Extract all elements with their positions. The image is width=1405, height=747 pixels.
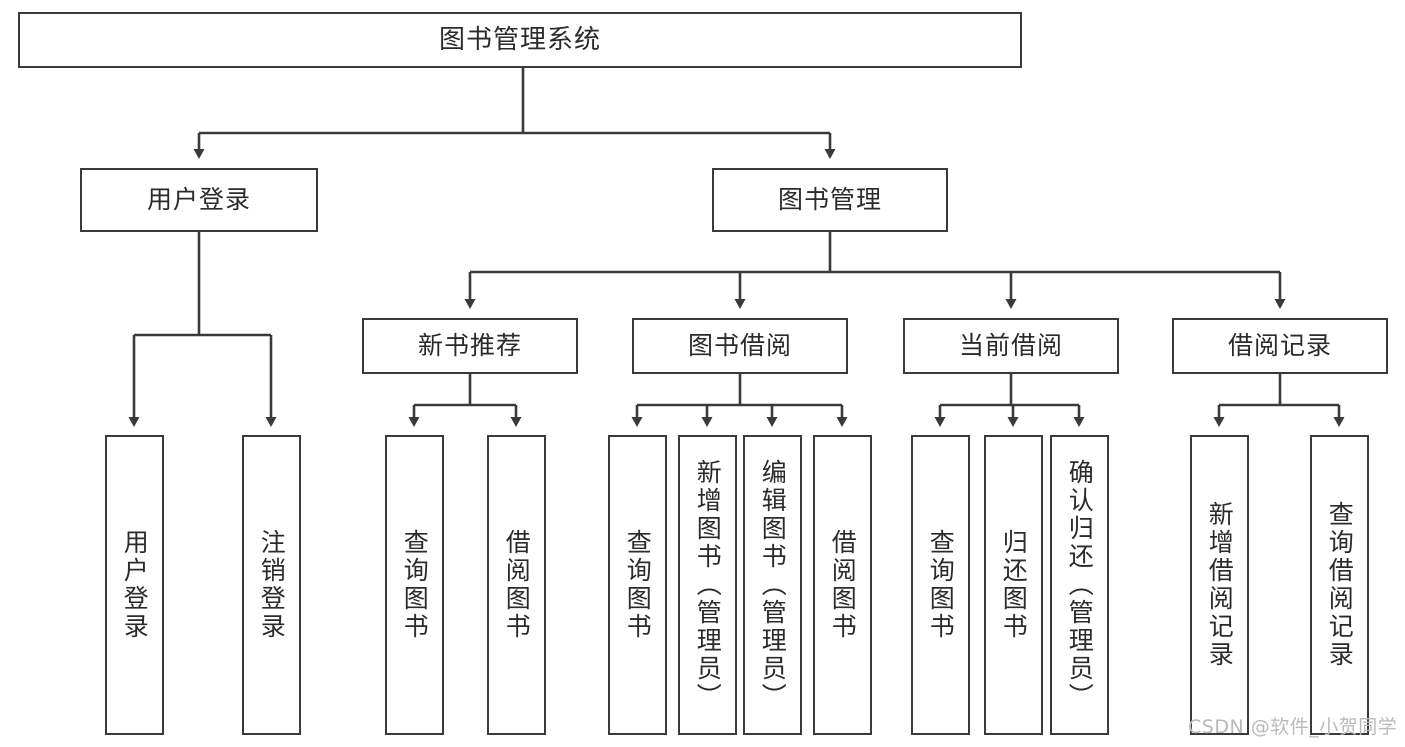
node-leaf-user-login[interactable]: 用户登录 bbox=[105, 435, 164, 735]
node-leaf-borrow-book-2[interactable]: 借阅图书 bbox=[813, 435, 872, 735]
node-leaf-add-record-label: 新增借阅记录 bbox=[1205, 501, 1235, 669]
node-leaf-add-book-label: 新增图书（管理员） bbox=[693, 459, 723, 711]
node-borrow-record-label: 借阅记录 bbox=[1227, 331, 1332, 361]
node-new-book-recommend-label: 新书推荐 bbox=[417, 331, 522, 361]
node-root-label: 图书管理系统 bbox=[438, 24, 601, 55]
node-leaf-query-book-3-label: 查询图书 bbox=[926, 529, 956, 641]
node-leaf-user-logout[interactable]: 注销登录 bbox=[242, 435, 301, 735]
node-leaf-query-book-2-label: 查询图书 bbox=[623, 529, 653, 641]
node-user-login[interactable]: 用户登录 bbox=[80, 168, 318, 232]
node-leaf-confirm-return-label: 确认归还（管理员） bbox=[1065, 459, 1095, 711]
node-book-borrow-label: 图书借阅 bbox=[687, 331, 792, 361]
node-current-borrow[interactable]: 当前借阅 bbox=[903, 318, 1119, 374]
node-book-borrow[interactable]: 图书借阅 bbox=[632, 318, 848, 374]
node-leaf-confirm-return[interactable]: 确认归还（管理员） bbox=[1050, 435, 1109, 735]
node-user-login-label: 用户登录 bbox=[146, 185, 251, 215]
node-current-borrow-label: 当前借阅 bbox=[958, 331, 1063, 361]
node-leaf-edit-book-label: 编辑图书（管理员） bbox=[758, 459, 788, 711]
node-leaf-query-record[interactable]: 查询借阅记录 bbox=[1310, 435, 1369, 735]
node-leaf-query-book-1-label: 查询图书 bbox=[400, 529, 430, 641]
node-leaf-user-logout-label: 注销登录 bbox=[257, 529, 287, 641]
node-leaf-query-book-1[interactable]: 查询图书 bbox=[385, 435, 444, 735]
node-borrow-record[interactable]: 借阅记录 bbox=[1172, 318, 1388, 374]
node-leaf-return-book-label: 归还图书 bbox=[999, 529, 1029, 641]
node-root[interactable]: 图书管理系统 bbox=[18, 12, 1022, 68]
node-leaf-edit-book[interactable]: 编辑图书（管理员） bbox=[743, 435, 802, 735]
node-leaf-query-record-label: 查询借阅记录 bbox=[1325, 501, 1355, 669]
node-leaf-return-book[interactable]: 归还图书 bbox=[984, 435, 1043, 735]
node-leaf-user-login-label: 用户登录 bbox=[120, 529, 150, 641]
node-leaf-query-book-2[interactable]: 查询图书 bbox=[608, 435, 667, 735]
node-leaf-add-book[interactable]: 新增图书（管理员） bbox=[678, 435, 737, 735]
node-book-manage[interactable]: 图书管理 bbox=[712, 168, 948, 232]
node-leaf-add-record[interactable]: 新增借阅记录 bbox=[1190, 435, 1249, 735]
node-book-manage-label: 图书管理 bbox=[777, 185, 882, 215]
watermark: CSDN @软件_小贺同学 bbox=[1188, 716, 1398, 738]
node-leaf-query-book-3[interactable]: 查询图书 bbox=[911, 435, 970, 735]
node-new-book-recommend[interactable]: 新书推荐 bbox=[362, 318, 578, 374]
node-leaf-borrow-book-1[interactable]: 借阅图书 bbox=[487, 435, 546, 735]
node-leaf-borrow-book-1-label: 借阅图书 bbox=[502, 529, 532, 641]
node-leaf-borrow-book-2-label: 借阅图书 bbox=[828, 529, 858, 641]
